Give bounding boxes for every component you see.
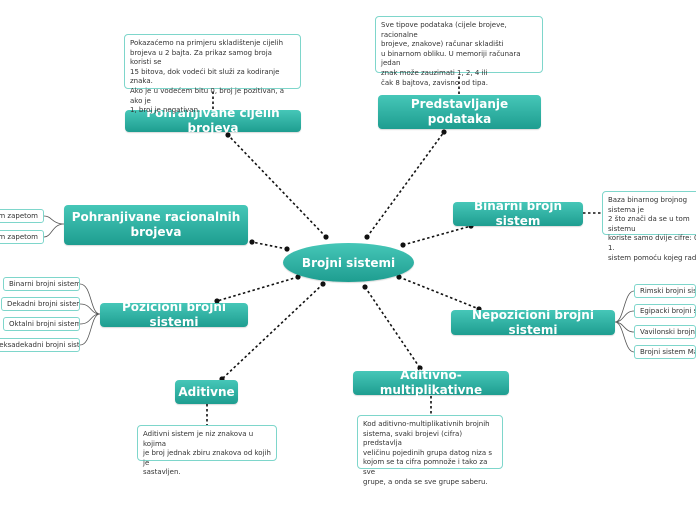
leaf-pozicioni-dekadni[interactable]: Dekadni brojni sistem <box>1 297 80 311</box>
leaf-nepozicioni-vavilonski[interactable]: Vavilonski brojni sistem <box>634 325 696 339</box>
topic-label: Aditivno-multiplikativne <box>379 368 483 397</box>
bracket-racionalni <box>43 215 65 238</box>
topic-label: Pohranjivane cijelih brojeva <box>146 106 280 135</box>
leaf-nepozicioni-rimski[interactable]: Rimski brojni sistem <box>634 284 696 298</box>
link-aditivne <box>221 283 324 380</box>
leaf-pozicioni-heksadekadni[interactable]: Heksadekadni brojni sistem <box>0 338 80 352</box>
topic-label: Aditivne <box>178 384 235 399</box>
topic-label: Predstavljanje podataka <box>410 97 509 126</box>
link-binarni <box>402 225 472 246</box>
topic-pozicioni[interactable]: Pozicioni brojni sistemi <box>100 300 248 329</box>
note-binarni: Baza binarnog brojnog sistema je 2 što z… <box>602 191 696 262</box>
leaf-pozicioni-binarni[interactable]: Binarni brojni sistem <box>3 277 80 291</box>
topic-label: Pozicioni brojni sistemi <box>122 300 226 329</box>
topic-aditivno-multiplikativne[interactable]: Aditivno-multiplikativne <box>353 368 509 397</box>
note-aditivne: Aditivni sistem je niz znakova u kojima … <box>137 425 277 476</box>
topic-label: Binarni brojn sistem <box>473 199 563 228</box>
link-nepozicioni <box>398 276 480 310</box>
leaf-nepozicioni-maja[interactable]: Brojni sistem Maja <box>634 345 696 359</box>
topic-pohranjivanje-cijelih[interactable]: Pohranjivane cijelih brojeva <box>125 106 301 135</box>
link-racionalni <box>251 241 288 250</box>
topic-nepozicioni[interactable]: Nepozicioni brojni sistemi <box>451 307 615 337</box>
leaf-pozicioni-oktalni[interactable]: Oktalni brojni sistem <box>3 317 80 331</box>
topic-label: Pohranjivane racionalnih brojeva <box>71 210 241 239</box>
topic-predstavljanje[interactable]: Predstavljanje podataka <box>378 95 541 129</box>
note-pohranjivanje-cijelih: Pokazaćemo na primjeru skladištenje cije… <box>124 34 301 114</box>
link-pozicioni <box>216 276 299 302</box>
topic-racionalni[interactable]: Pohranjivane racionalnih brojeva <box>64 205 248 245</box>
central-topic[interactable]: Brojni sistemi <box>283 243 414 282</box>
topic-aditivne[interactable]: Aditivne <box>175 380 238 404</box>
bracket-pozicioni <box>79 283 101 346</box>
leaf-nepozicioni-egipacki[interactable]: Egipacki brojni sistem <box>634 304 696 318</box>
bracket-nepozicioni <box>614 290 635 353</box>
topic-label: Nepozicioni brojni sistemi <box>472 307 594 337</box>
link-pohranjivanje-cijelih <box>227 134 327 238</box>
note-aditivno-multiplikativne: Kod aditivno-multiplikativnih brojnih si… <box>357 415 503 486</box>
link-predstavljanje <box>366 131 445 238</box>
note-predstavljanje: Sve tipove podataka (cijele brojeve, rac… <box>375 16 543 87</box>
central-topic-label: Brojni sistemi <box>301 255 396 270</box>
link-aditivno-mult <box>364 286 421 369</box>
leaf-racionalni-2[interactable]: om zapetom <box>0 230 44 244</box>
topic-binarni[interactable]: Binarni brojn sistem <box>453 199 583 228</box>
leaf-racionalni-1[interactable]: om zapetom <box>0 209 44 223</box>
